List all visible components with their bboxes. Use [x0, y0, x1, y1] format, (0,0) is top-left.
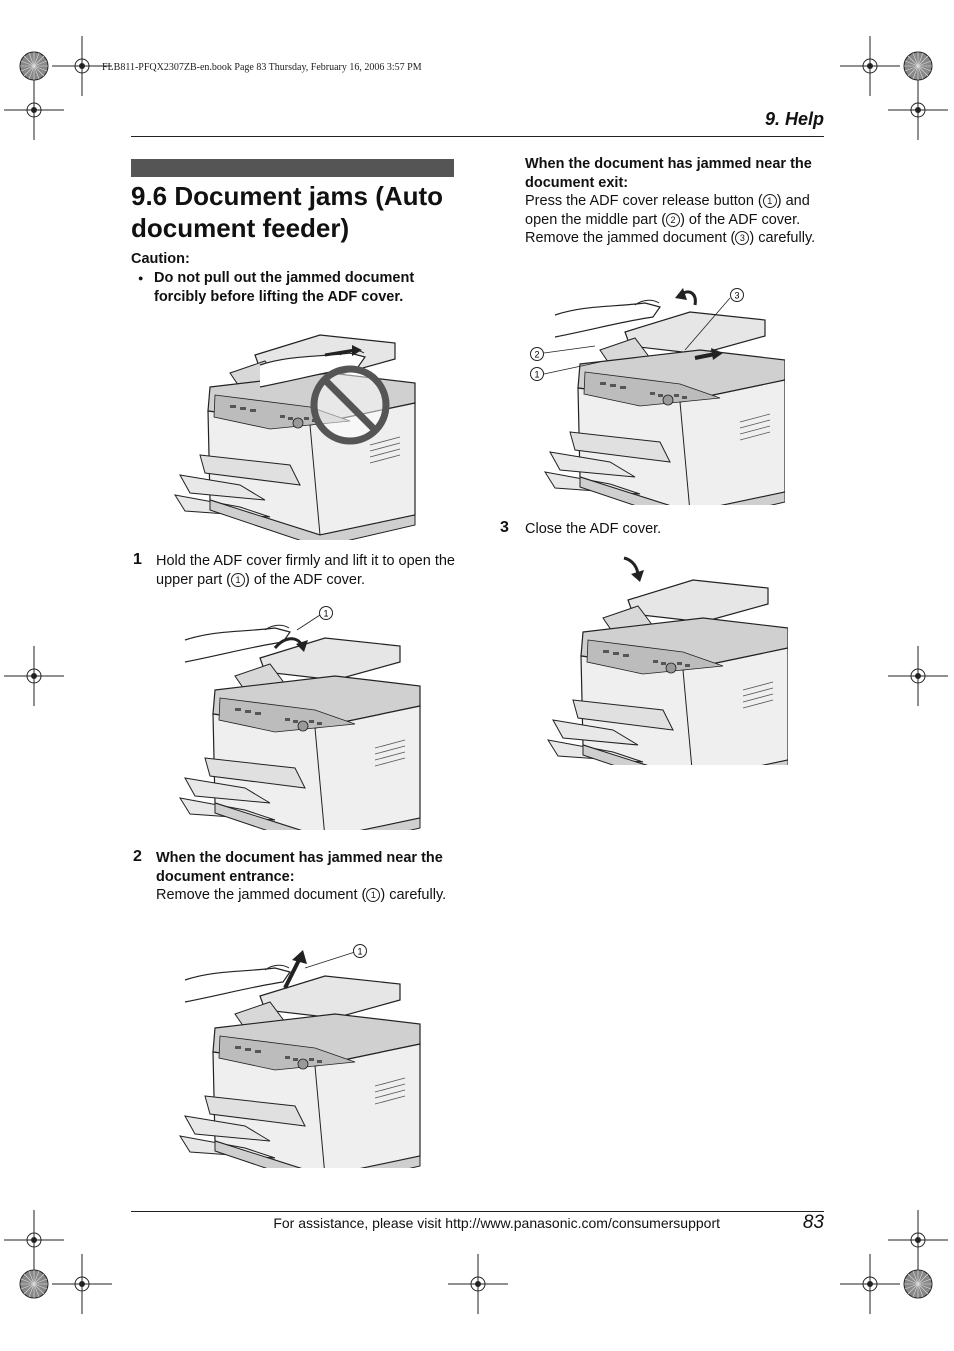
- step-2-heading: When the document has jammed near the do…: [156, 850, 443, 885]
- figure-caution: [174, 334, 416, 540]
- figure-callout-1: 1: [534, 370, 539, 380]
- step-1-number: 1: [133, 551, 142, 568]
- step-2-text: Remove the jammed document (1) carefully…: [156, 887, 447, 903]
- step-2-number: 2: [133, 848, 142, 865]
- callout-2: 2: [666, 212, 681, 227]
- figure-callout-1: 1: [323, 609, 328, 619]
- figure-exit-jam: 3 2 1: [530, 288, 785, 505]
- page-number: 83: [802, 1212, 824, 1233]
- page-title: 9.6 Document jams (Auto document feeder): [131, 181, 444, 243]
- figure-step-2: 1: [179, 944, 421, 1168]
- footer-assistance: For assistance, please visit http://www.…: [273, 1215, 720, 1231]
- header-rule: [131, 136, 824, 137]
- caution-label: Caution:: [131, 251, 190, 267]
- step-3-text: Close the ADF cover.: [525, 521, 662, 537]
- figure-callout-2: 2: [534, 350, 539, 360]
- caution-text: Do not pull out the jammed document forc…: [154, 270, 415, 305]
- figure-step-1: 1: [179, 606, 421, 830]
- callout-1: 1: [230, 572, 245, 587]
- section-bar: [131, 159, 454, 177]
- step-1-text: Hold the ADF cover firmly and lift it to…: [156, 553, 455, 588]
- bullet-icon: ●: [138, 273, 144, 283]
- exit-jam-text: Press the ADF cover release button (1) a…: [525, 193, 816, 246]
- figure-callout-3: 3: [734, 291, 739, 301]
- callout-3: 3: [735, 231, 750, 245]
- figure-step-3: [547, 556, 788, 765]
- figure-callout-1: 1: [357, 947, 362, 957]
- exit-jam-heading: When the document has jammed near the do…: [525, 156, 812, 191]
- callout-1: 1: [762, 194, 777, 208]
- step-3-number: 3: [500, 519, 509, 536]
- header-file-info: FLB811-PFQX2307ZB-en.book Page 83 Thursd…: [102, 62, 422, 73]
- section-title: 9. Help: [764, 109, 824, 129]
- callout-1: 1: [366, 888, 381, 902]
- footer-rule: [131, 1211, 824, 1212]
